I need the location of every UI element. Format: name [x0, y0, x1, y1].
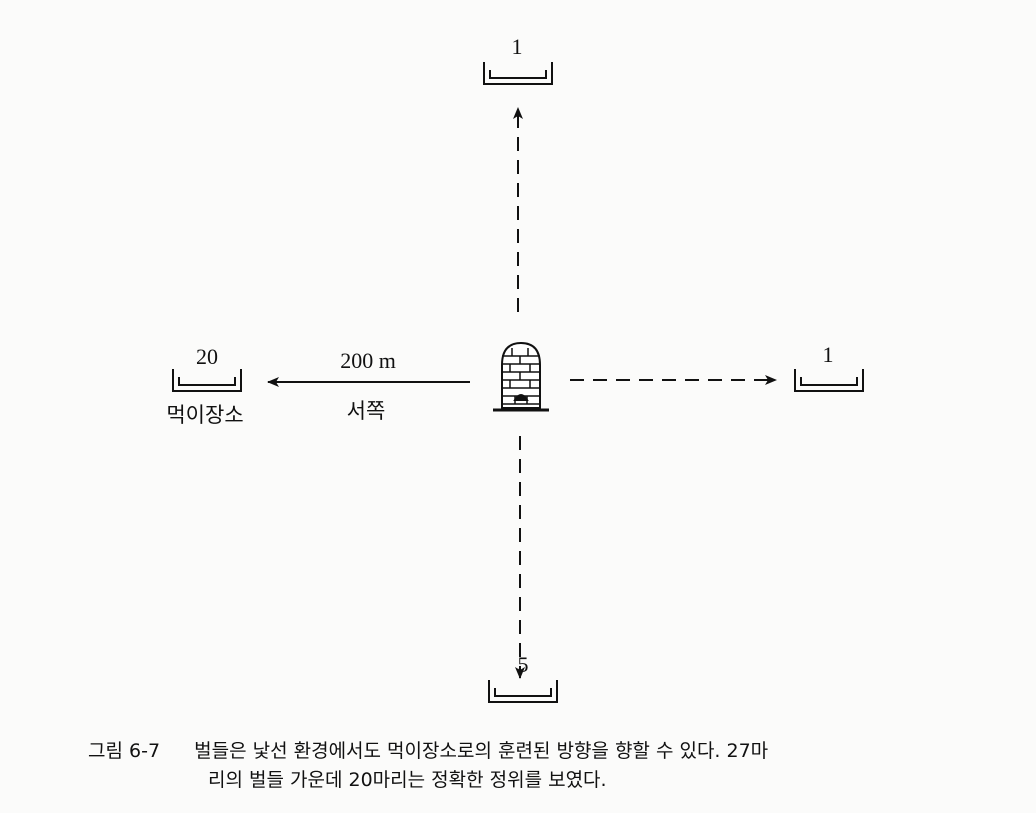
north-feeder-icon — [483, 62, 553, 85]
distance-label: 200 m — [340, 348, 396, 373]
north-feeder-count: 1 — [512, 34, 523, 59]
south-feeder-icon — [488, 680, 558, 703]
east-feeder-icon — [794, 369, 864, 392]
figure-number: 그림 6-7 — [88, 740, 161, 762]
caption-line-2: 리의 벌들 가운데 20마리는 정확한 정위를 보였다. — [208, 769, 607, 791]
feeding-site-label: 먹이장소 — [166, 403, 243, 427]
caption-line-1: 벌들은 낯선 환경에서도 먹이장소로의 훈련된 방향을 향할 수 있다. 27마 — [194, 740, 769, 762]
east-feeder-count: 1 — [823, 342, 834, 367]
west-feeder-count: 20 — [196, 344, 218, 369]
west-feeder-icon — [172, 369, 242, 392]
direction-label: 서쪽 — [347, 399, 386, 423]
figure-caption: 그림 6-7 벌들은 낯선 환경에서도 먹이장소로의 훈련된 방향을 향할 수 … — [88, 736, 768, 763]
south-feeder-count: 5 — [518, 652, 529, 677]
beehive-icon — [493, 341, 549, 412]
